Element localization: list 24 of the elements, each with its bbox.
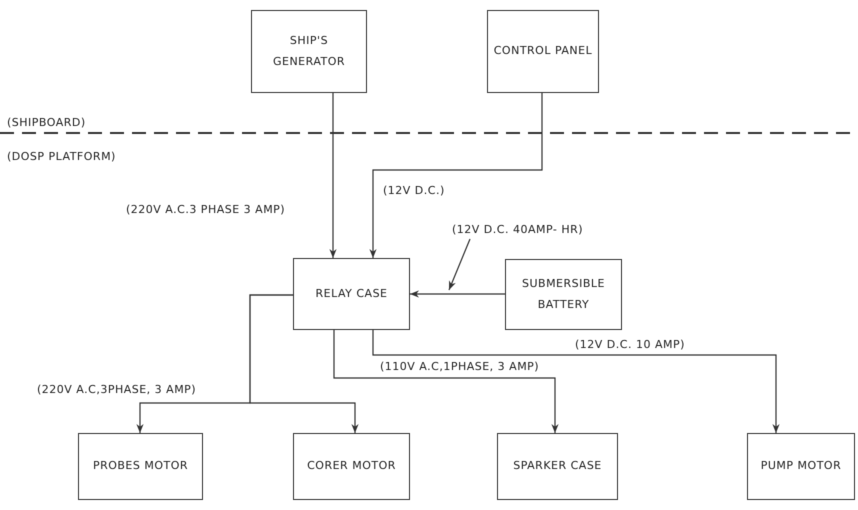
connector-arrow	[249, 294, 359, 433]
component-box	[293, 433, 410, 500]
box-label: CONTROL PANEL	[494, 43, 592, 60]
box-label: SUBMERSIBLE BATTERY	[520, 276, 606, 312]
connector-arrow	[410, 290, 505, 298]
box-label: CORER MOTOR	[307, 458, 396, 474]
component-box	[78, 433, 203, 500]
box-label: SHIP'S GENERATOR	[272, 32, 346, 70]
leader-line	[448, 238, 471, 290]
component-box	[293, 258, 410, 330]
box-label: PUMP MOTOR	[760, 458, 842, 474]
connector-arrow	[369, 93, 543, 258]
rating-note: (12V D.C. 40AMP- HR)	[452, 223, 584, 236]
box-label: SPARKER CASE	[513, 458, 602, 474]
component-box	[505, 259, 622, 330]
component-box	[497, 433, 618, 500]
component-box	[487, 10, 599, 93]
component-box	[747, 433, 855, 500]
box-label: RELAY CASE	[316, 286, 388, 302]
component-box	[251, 10, 367, 93]
connector-arrow	[372, 330, 780, 433]
box-label: PROBES MOTOR	[92, 458, 188, 474]
connector-arrow	[333, 330, 559, 433]
connector-arrow	[329, 93, 337, 258]
